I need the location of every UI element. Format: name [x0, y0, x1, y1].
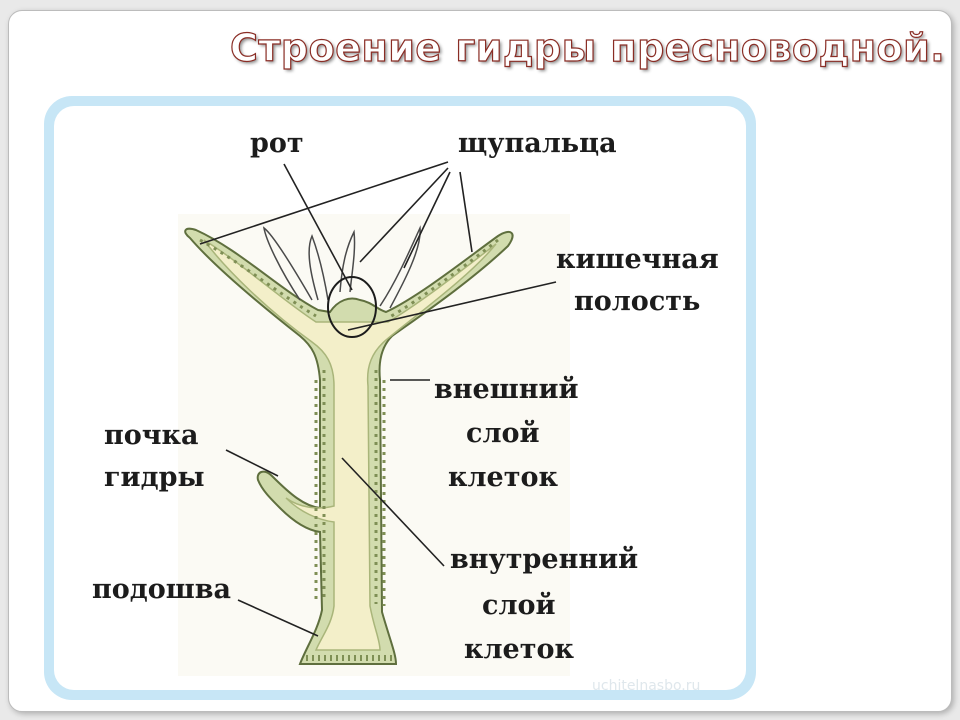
label-mouth: рот: [250, 128, 304, 159]
leader-sole: [237, 599, 319, 637]
tentacle-2: [308, 233, 329, 301]
label-tentacles: щупальца: [458, 128, 617, 159]
watermark: uchitelnasbo.ru: [592, 678, 701, 694]
mouth-outline: [327, 276, 377, 338]
cell-texture-arms: [199, 238, 499, 320]
label-bud-line1: почка: [104, 420, 199, 451]
tentacle-4: [379, 225, 421, 309]
leader-inner-layer: [341, 457, 445, 567]
label-gut-cavity-line2: полость: [574, 286, 701, 317]
label-inner-layer-line1: внутренний: [450, 544, 639, 575]
label-bud-line2: гидры: [104, 462, 205, 493]
label-outer-layer-line1: внешний: [434, 374, 579, 405]
label-inner-layer-line2: слой: [482, 590, 556, 621]
leader-gut-cavity: [347, 281, 557, 331]
label-inner-layer-line3: клеток: [464, 634, 574, 665]
leader-tentacle-right: [459, 171, 473, 253]
leader-tentacle-left: [199, 161, 449, 245]
label-outer-layer-line2: слой: [466, 418, 540, 449]
label-gut-cavity-line1: кишечная: [556, 244, 719, 275]
tentacle-1: [262, 226, 313, 301]
leader-bud: [225, 449, 279, 477]
leader-tentacle-mid2: [403, 171, 451, 269]
cell-texture-left: [314, 370, 326, 604]
leader-lines: [199, 161, 557, 637]
leader-mouth: [283, 163, 353, 291]
label-sole: подошва: [92, 574, 232, 605]
label-outer-layer-line3: клеток: [448, 462, 558, 493]
cell-texture-right: [374, 370, 386, 606]
slide-title: Строение гидры пресноводной.: [229, 25, 946, 70]
gut-cavity: [203, 239, 497, 651]
leader-tentacle-mid1: [359, 167, 449, 263]
